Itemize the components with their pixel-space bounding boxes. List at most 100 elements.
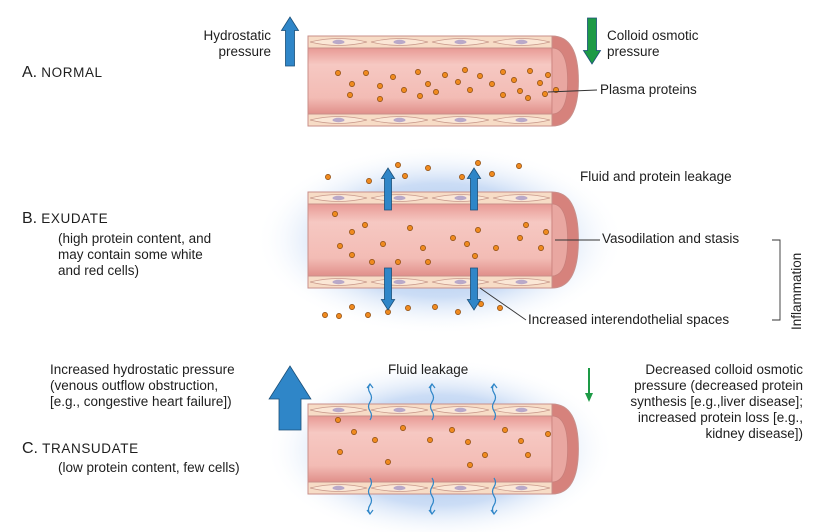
leakage-up-arrow-1-icon bbox=[380, 167, 396, 211]
protein-dot bbox=[425, 81, 431, 87]
cell-nucleus bbox=[332, 195, 345, 201]
protein-dot bbox=[322, 312, 328, 318]
vessel-end-lumen bbox=[551, 47, 569, 115]
protein-dot bbox=[542, 91, 548, 97]
inflammation-label: Inflammation bbox=[789, 252, 804, 330]
protein-dot bbox=[450, 235, 456, 241]
protein-dot bbox=[407, 225, 413, 231]
decreased-colloid-osmotic-label: Decreased colloid osmotic pressure (decr… bbox=[630, 362, 803, 441]
wavy-arrowhead bbox=[366, 383, 374, 389]
cell-nucleus bbox=[332, 39, 345, 45]
protein-dot bbox=[366, 178, 372, 184]
protein-dot bbox=[467, 87, 473, 93]
cell-nucleus bbox=[332, 485, 345, 491]
protein-dot bbox=[432, 304, 438, 310]
protein-dot bbox=[523, 222, 529, 228]
cell-nucleus bbox=[332, 117, 345, 123]
protein-dot bbox=[538, 245, 544, 251]
section-a-title: NORMAL bbox=[41, 65, 103, 80]
protein-dot bbox=[349, 252, 355, 258]
colloid-osmotic-pressure-label: Colloid osmotic pressure bbox=[607, 28, 699, 59]
protein-dot bbox=[497, 305, 503, 311]
protein-dot bbox=[415, 69, 421, 75]
cell-nucleus bbox=[393, 39, 406, 45]
colloid-osmotic-pressure-arrow-icon bbox=[582, 17, 602, 65]
vasodilation-stasis-label: Vasodilation and stasis bbox=[602, 231, 740, 246]
protein-dot bbox=[482, 452, 488, 458]
protein-dot bbox=[464, 241, 470, 247]
protein-dot bbox=[543, 229, 549, 235]
vessel-exudate bbox=[307, 191, 579, 289]
protein-dot bbox=[363, 70, 369, 76]
cell-nucleus bbox=[515, 407, 528, 413]
wavy-arrowhead bbox=[366, 509, 374, 515]
protein-dot bbox=[537, 80, 543, 86]
protein-dot bbox=[516, 163, 522, 169]
protein-dot bbox=[425, 165, 431, 171]
wavy-arrowhead bbox=[490, 509, 498, 515]
protein-dot bbox=[349, 304, 355, 310]
protein-dot bbox=[465, 439, 471, 445]
protein-dot bbox=[455, 309, 461, 315]
protein-dot bbox=[390, 74, 396, 80]
proteins-transudate bbox=[335, 417, 551, 468]
wavy-arrowhead bbox=[428, 509, 436, 515]
protein-dot bbox=[417, 93, 423, 99]
fluid-leak-down-wavy-arrow-2-icon bbox=[428, 477, 436, 515]
wavy-arrowhead bbox=[490, 383, 498, 389]
vessel-wall-top bbox=[307, 35, 553, 49]
plasma-proteins-leader bbox=[547, 89, 598, 93]
protein-dot bbox=[475, 227, 481, 233]
protein-dot bbox=[525, 452, 531, 458]
protein-dot bbox=[517, 235, 523, 241]
protein-dot bbox=[449, 427, 455, 433]
protein-dot bbox=[395, 162, 401, 168]
proteins-normal bbox=[335, 67, 559, 102]
protein-dot bbox=[475, 160, 481, 166]
protein-dot bbox=[493, 245, 499, 251]
protein-dot bbox=[332, 211, 338, 217]
protein-dot bbox=[455, 79, 461, 85]
protein-dot bbox=[478, 301, 484, 307]
protein-dot bbox=[425, 259, 431, 265]
proteins-exudate-lumen bbox=[332, 211, 549, 265]
vessel-lumen bbox=[308, 204, 552, 276]
cell-nucleus bbox=[454, 117, 467, 123]
protein-dot bbox=[405, 305, 411, 311]
protein-dot bbox=[325, 174, 331, 180]
cell-nucleus bbox=[454, 485, 467, 491]
vessel-transudate bbox=[307, 403, 579, 495]
vessel-wall-bottom bbox=[307, 275, 553, 289]
cell-nucleus bbox=[454, 195, 467, 201]
section-a-letter: A. bbox=[22, 64, 38, 81]
cell-nucleus bbox=[393, 279, 406, 285]
cell-nucleus bbox=[454, 407, 467, 413]
protein-dot bbox=[427, 437, 433, 443]
protein-dot bbox=[517, 88, 523, 94]
fluid-protein-leakage-label: Fluid and protein leakage bbox=[580, 169, 732, 184]
protein-dot bbox=[400, 425, 406, 431]
protein-dot bbox=[402, 173, 408, 179]
protein-dot bbox=[545, 431, 551, 437]
protein-dot bbox=[489, 171, 495, 177]
protein-dot bbox=[518, 438, 524, 444]
protein-dot bbox=[545, 72, 551, 78]
protein-dot bbox=[365, 312, 371, 318]
protein-dot bbox=[337, 449, 343, 455]
plasma-proteins-label: Plasma proteins bbox=[600, 82, 697, 97]
cell-nucleus bbox=[332, 407, 345, 413]
section-c-label: C. TRANSUDATE bbox=[22, 440, 139, 458]
wavy-line bbox=[491, 383, 497, 421]
wavy-line bbox=[367, 383, 373, 421]
hydrostatic-pressure-label: Hydrostatic pressure bbox=[203, 28, 271, 59]
protein-dot bbox=[467, 462, 473, 468]
cell-nucleus bbox=[393, 407, 406, 413]
exudate-description: (high protein content, and may contain s… bbox=[58, 231, 212, 278]
protein-dot bbox=[385, 459, 391, 465]
protein-dot bbox=[527, 68, 533, 74]
protein-dot bbox=[372, 437, 378, 443]
protein-dot bbox=[337, 243, 343, 249]
cell-nucleus bbox=[454, 39, 467, 45]
protein-dot bbox=[477, 73, 483, 79]
protein-dot bbox=[377, 96, 383, 102]
